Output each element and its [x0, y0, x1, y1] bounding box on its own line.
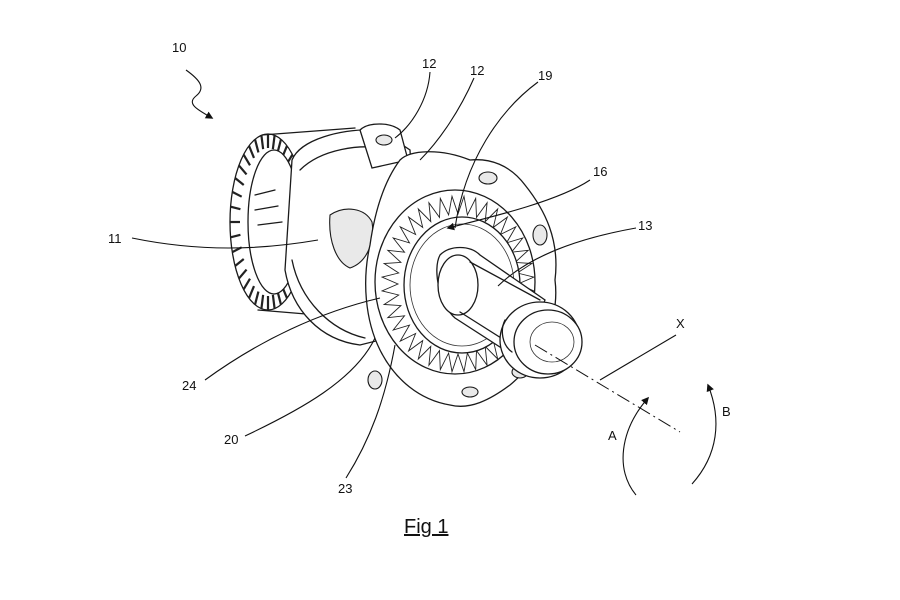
spline-tooth	[242, 154, 251, 166]
spline-tooth	[247, 285, 256, 299]
leader-lines	[131, 69, 677, 479]
ref-12-b: 12	[470, 63, 484, 78]
axis-label-x: X	[676, 316, 685, 331]
leader-12b	[419, 77, 475, 161]
spline-tooth	[260, 135, 265, 150]
leader-20	[244, 337, 376, 437]
rotation-arrow-b	[691, 383, 717, 485]
leader-10	[185, 69, 214, 119]
hub-drawing	[229, 123, 681, 433]
spline-tooth	[234, 258, 245, 267]
rotation-arrow-a	[622, 396, 650, 496]
leader-12a	[394, 71, 431, 139]
ref-10: 10	[172, 40, 186, 55]
leader-16	[446, 179, 591, 231]
leader-x	[599, 334, 677, 381]
spline-tooth	[234, 177, 245, 186]
spline-tooth	[247, 145, 256, 159]
spline-tooth	[253, 291, 260, 305]
spline-tooth	[231, 190, 243, 198]
leader-13	[497, 227, 637, 287]
ref-16: 16	[593, 164, 607, 179]
spline-tooth	[242, 278, 251, 290]
reference-labels: 10 11 12 12 19 16 13 24 20 23 X A B	[108, 40, 731, 496]
ref-23: 23	[338, 481, 352, 496]
ratchet-teeth	[380, 194, 536, 374]
axis-line-x	[534, 344, 681, 433]
ref-24: 24	[182, 378, 196, 393]
figure-caption: Fig 1	[404, 516, 448, 538]
spline-tooth	[253, 139, 260, 153]
axle	[436, 246, 583, 379]
leader-23	[345, 344, 396, 479]
spline-tooth	[230, 233, 241, 239]
ref-20: 20	[224, 432, 238, 447]
rotation-arrows	[622, 383, 717, 496]
cassette-body	[229, 127, 356, 317]
leader-11	[131, 237, 319, 249]
spline-tooth	[238, 164, 248, 176]
leader-24	[204, 297, 381, 381]
rotation-label-b: B	[722, 404, 731, 419]
spline-tooth	[271, 294, 276, 309]
spline-tooth	[260, 294, 265, 309]
ref-11: 11	[108, 231, 122, 246]
ref-19: 19	[538, 68, 552, 83]
rotation-label-a: A	[608, 428, 617, 443]
spline-tooth	[230, 205, 241, 211]
spline-tooth	[271, 135, 276, 150]
ref-12-a: 12	[422, 56, 436, 71]
spline-tooth	[238, 268, 248, 280]
leader-19	[454, 81, 539, 229]
ref-13: 13	[638, 218, 652, 233]
